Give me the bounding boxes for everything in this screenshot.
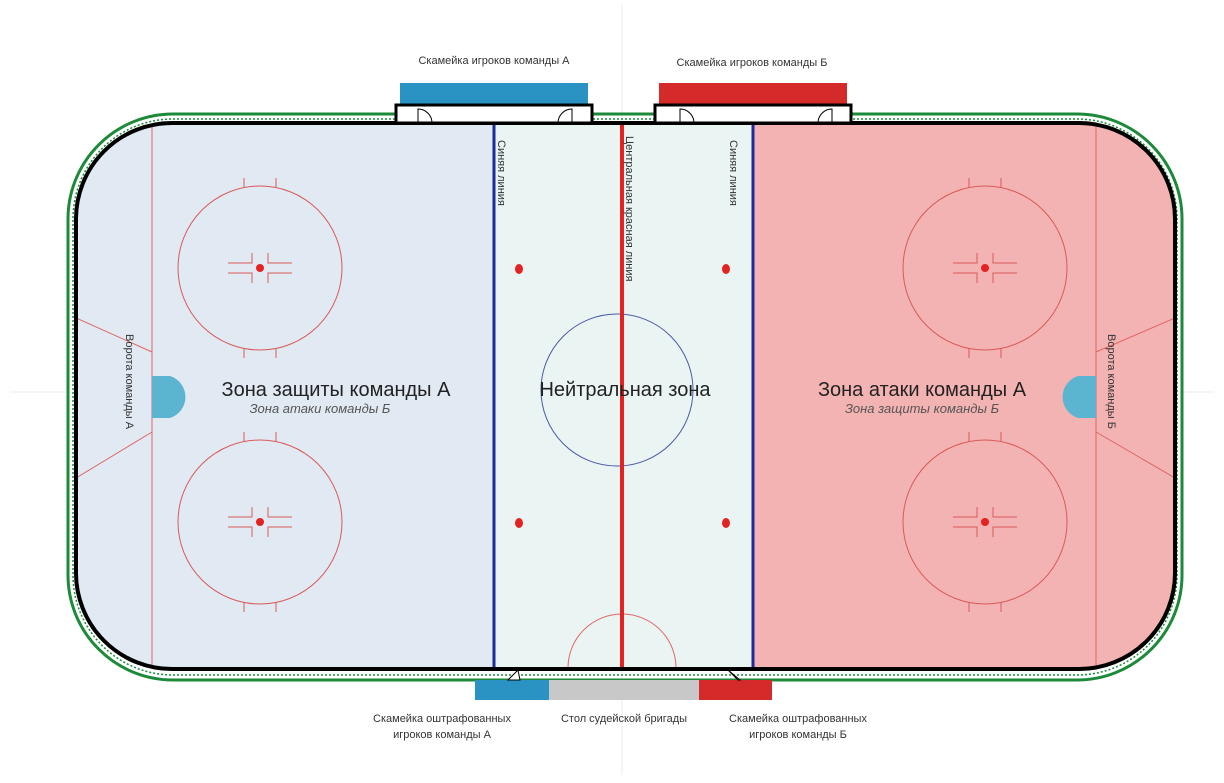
penalty-box-b	[699, 680, 772, 700]
bench-b-label: Скамейка игроков команды Б	[677, 57, 828, 69]
bench-a-door-right	[557, 108, 573, 124]
center-circle	[540, 313, 694, 467]
blue-line-right-label: Синяя линия	[727, 140, 739, 206]
bench-a-box	[400, 83, 588, 105]
bench-b-door-left	[679, 108, 695, 124]
bench-b-frame	[653, 103, 853, 125]
bench-b-box	[659, 83, 847, 105]
goal-a-label: Ворота команды А	[123, 334, 135, 430]
penalty-a-label-line2: игроков команды А	[393, 729, 492, 741]
penalty-a-label-line1: Скамейка оштрафованных	[373, 713, 511, 725]
neutral-dot-top-left	[515, 264, 523, 274]
penalty-box-a	[475, 680, 549, 700]
trapezoid-line-right-top	[1095, 317, 1175, 353]
goal-b-label: Ворота команды Б	[1105, 334, 1117, 429]
penalty-door-a	[506, 668, 521, 681]
bench-b-door-right	[817, 108, 833, 124]
officials-table-box	[549, 680, 699, 700]
attack-zone-a-fill	[753, 123, 1175, 669]
faceoff-circle-right-bottom	[902, 432, 1068, 612]
goal-crease-a	[152, 376, 186, 418]
trapezoid-line-left-bottom	[76, 431, 153, 479]
zone-neutral-title: Нейтральная зона	[539, 379, 711, 401]
outer-dashed-border	[72, 118, 1178, 676]
zone-left-title: Зона защиты команды А	[222, 379, 452, 401]
bench-a-door-left	[417, 108, 433, 124]
goal-crease-b	[1062, 376, 1096, 418]
blue-line-left-label: Синяя линия	[495, 140, 507, 206]
penalty-b-label-line1: Скамейка оштрафованных	[729, 713, 867, 725]
defence-zone-a-fill	[76, 123, 494, 669]
neutral-dot-top-right	[722, 264, 730, 274]
faceoff-circle-left-top	[177, 178, 343, 358]
neutral-dot-bottom-right	[722, 518, 730, 528]
center-red-line-label: Центральная красная линия	[623, 136, 635, 281]
officials-table-label: Стол судейской бригады	[561, 713, 687, 725]
faceoff-circle-right-top	[902, 178, 1068, 358]
penalty-door-b	[727, 669, 742, 681]
faceoff-circle-left-bottom	[177, 432, 343, 612]
trapezoid-line-left-top	[76, 317, 153, 353]
zone-right-subtitle: Зона защиты команды Б	[845, 401, 1000, 416]
neutral-dot-bottom-left	[515, 518, 523, 528]
zone-right-title: Зона атаки команды А	[818, 379, 1027, 401]
bench-a-label: Скамейка игроков команды А	[418, 55, 570, 67]
zone-left-subtitle: Зона атаки команды Б	[250, 401, 391, 416]
boards	[74, 121, 1177, 671]
bench-a-frame	[394, 103, 594, 125]
trapezoid-line-right-bottom	[1095, 431, 1175, 479]
penalty-b-label-line2: игроков команды Б	[749, 729, 847, 741]
